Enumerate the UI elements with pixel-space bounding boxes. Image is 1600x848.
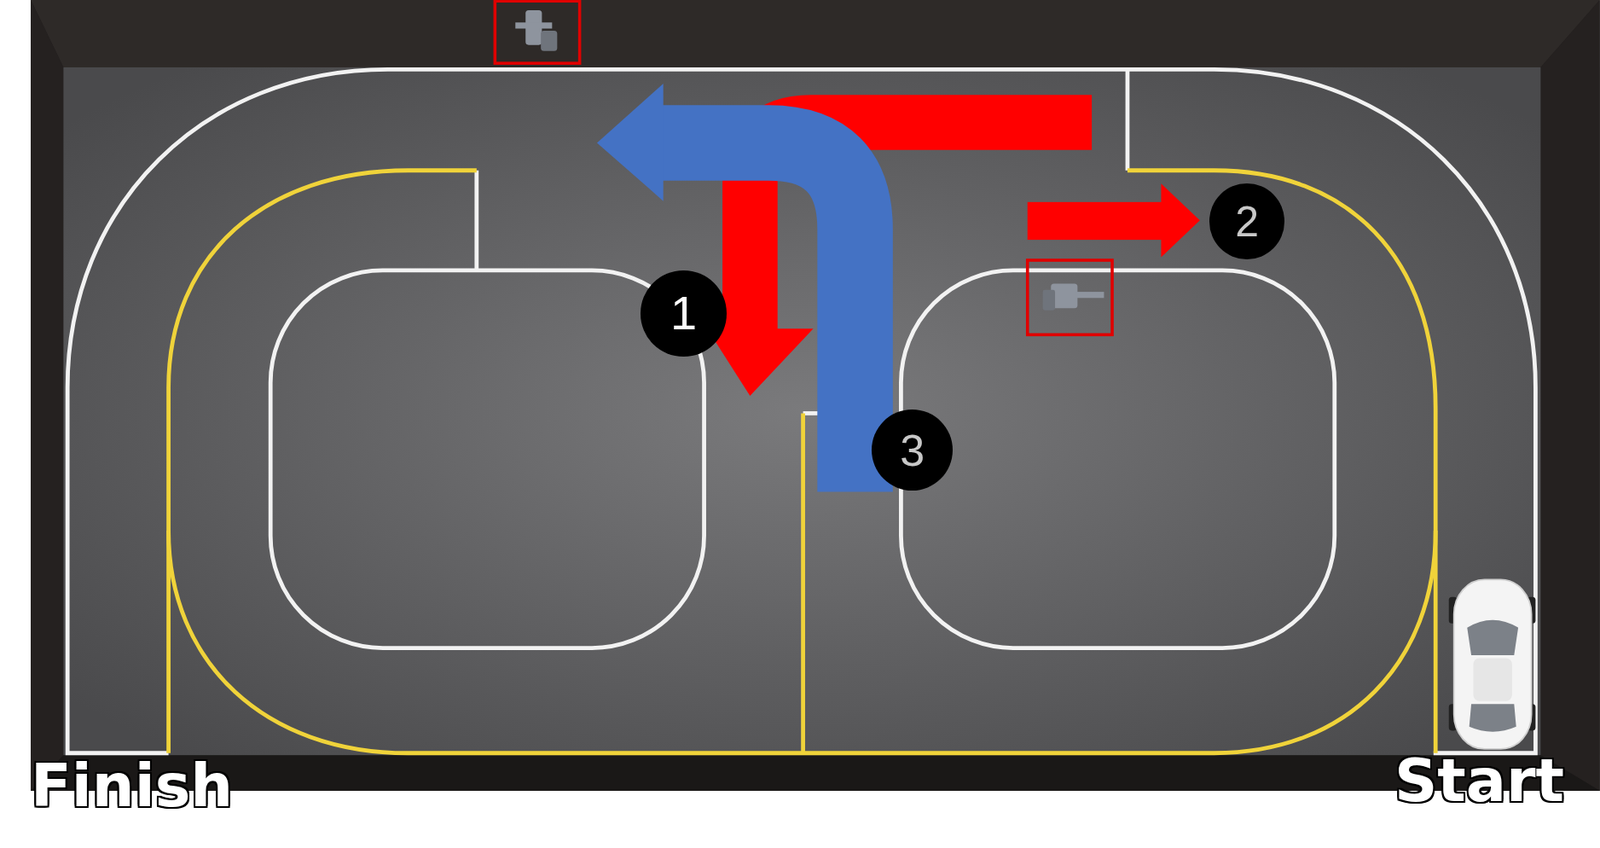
callout-number: 3	[899, 428, 925, 473]
arena-frame	[30, 0, 1600, 791]
car-rear-window	[1469, 703, 1517, 731]
car-windshield	[1466, 620, 1519, 656]
floor	[63, 67, 1541, 755]
finish-label: Finish	[30, 755, 233, 816]
outer-white-line	[67, 69, 1536, 753]
robot-arm	[515, 22, 552, 29]
blue-arrowhead	[597, 83, 664, 202]
robot-base	[1043, 289, 1056, 311]
callout-number: 2	[1234, 200, 1259, 244]
robot-icon	[515, 10, 557, 52]
right-wall	[1540, 0, 1600, 791]
car-body	[1454, 579, 1532, 749]
callout-number: 1	[670, 289, 697, 337]
robot-highlight-box	[494, 0, 580, 64]
robot-icon	[1043, 284, 1105, 311]
white-divider	[1125, 69, 1131, 170]
car	[1449, 579, 1537, 749]
red-arrowhead	[707, 328, 813, 396]
blue-path-arrow	[660, 142, 855, 492]
inner-left-loop	[270, 270, 704, 649]
car-roof	[1472, 658, 1512, 702]
white-divider	[474, 170, 479, 271]
white-divider	[803, 411, 819, 416]
robot-base	[540, 30, 557, 52]
red-path-arrow	[1027, 202, 1164, 240]
robot-highlight-box	[1027, 260, 1113, 335]
inner-right-loop	[900, 270, 1334, 649]
callout-circle: 1	[640, 270, 727, 357]
robot-arm	[1075, 291, 1104, 298]
yellow-lane-line	[1127, 170, 1436, 754]
start-label: Start	[1394, 750, 1565, 811]
left-wall	[30, 0, 64, 791]
yellow-lane-line	[800, 412, 806, 753]
red-arrowhead	[1160, 183, 1200, 257]
bottom-wall	[30, 754, 1600, 791]
callout-circle: 2	[1209, 183, 1286, 260]
top-wall	[30, 0, 1600, 68]
yellow-lane-line	[168, 170, 477, 754]
